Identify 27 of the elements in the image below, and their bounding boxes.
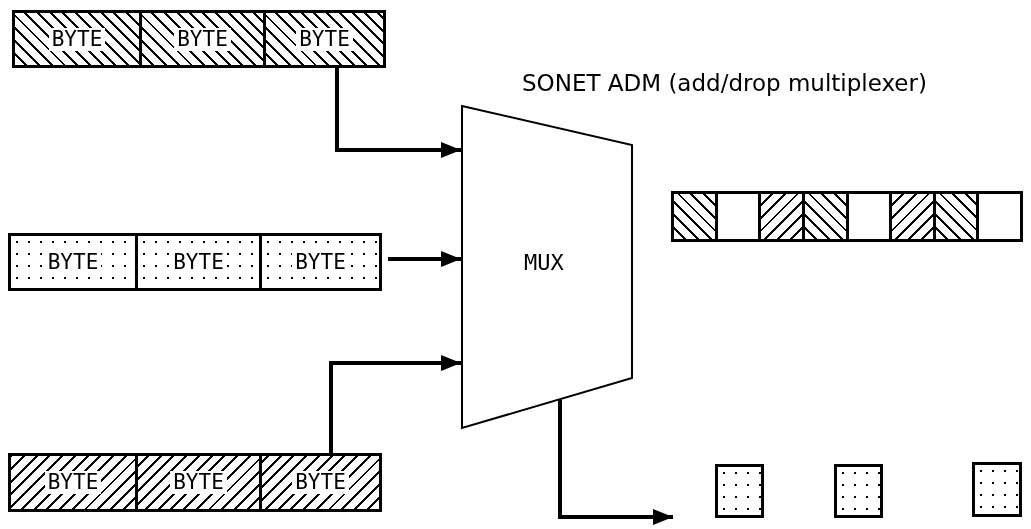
multiplexer-block [461,105,633,429]
byte-frame [8,233,382,291]
byte-cell [259,456,379,509]
multiplexed-frame [671,191,1023,242]
byte-cell [11,456,135,509]
arrow [558,400,673,525]
byte-label: BYTE [48,27,106,51]
byte-label: BYTE [292,471,349,494]
byte-cell [139,13,263,65]
payload-square [715,464,764,518]
byte-label: BYTE [296,27,353,51]
byte-cell [259,236,379,288]
mux-label: MUX [523,251,565,275]
byte-label: BYTE [44,471,102,494]
byte-frame [12,10,386,68]
byte-frame [8,453,382,512]
arrow [388,251,461,267]
byte-label: BYTE [174,27,231,51]
byte-cell [135,456,259,509]
byte-label: BYTE [170,471,227,494]
byte-cell [15,13,139,65]
diagram-title: SONET ADM (add/drop multiplexer) [522,70,927,96]
payload-square [834,464,883,518]
arrow [329,355,461,453]
payload-square [972,462,1022,517]
byte-cell [263,13,383,65]
arrow [335,68,461,158]
